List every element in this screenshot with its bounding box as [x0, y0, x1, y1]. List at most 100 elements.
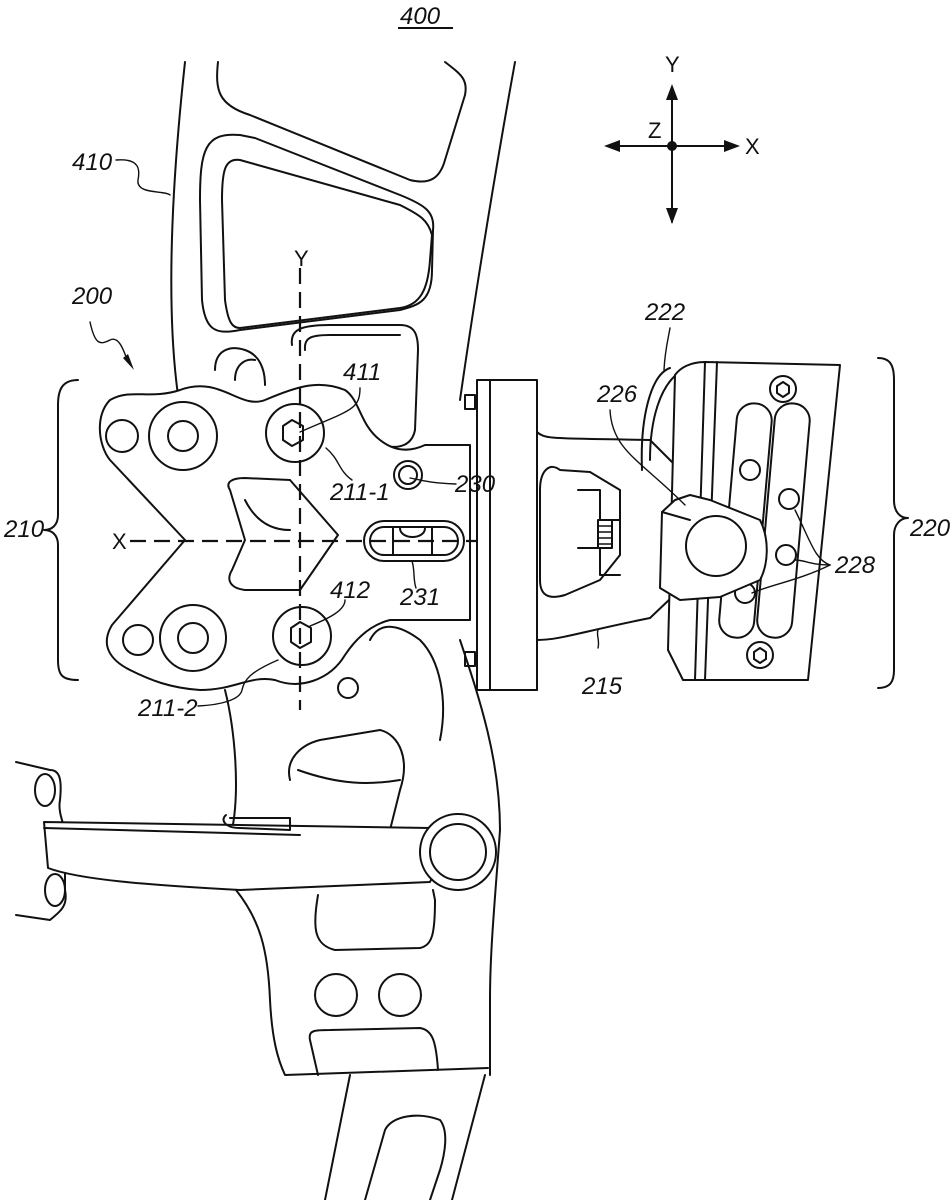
arrow-right-icon: [724, 140, 740, 152]
arm-window: [539, 465, 621, 598]
arm-set-screw-bottom: [464, 651, 476, 667]
legend-z-label: Z: [648, 118, 661, 143]
leader-228-c: [751, 564, 831, 594]
bracket-boss-1: [148, 401, 218, 471]
riser-small-hole: [337, 677, 359, 699]
arrow-left-icon: [604, 140, 620, 152]
arm-set-screw-top: [464, 394, 476, 410]
stabilizer-mount: [15, 761, 67, 921]
clamp-edge: [661, 511, 691, 521]
screw-228-b: [778, 488, 800, 510]
leader-200: [89, 321, 129, 363]
leader-412: [309, 599, 346, 627]
leader-211-2: [197, 659, 279, 707]
riser-left-edge: [170, 61, 186, 421]
arm-base-block: [476, 379, 538, 691]
arrow-up-icon: [666, 84, 678, 100]
screw-228-c: [775, 544, 797, 566]
label-222: 222: [644, 299, 685, 326]
riser-window-outer: [199, 133, 435, 333]
leader-230: [409, 477, 457, 485]
rest-bar-body: [43, 821, 441, 891]
label-412: 412: [330, 577, 370, 604]
riser-lower-body: [235, 889, 489, 1076]
bracket-hole-3: [122, 624, 154, 656]
riser-lower-pocket-upper: [369, 625, 445, 741]
leader-222: [663, 327, 671, 371]
label-210: 210: [3, 516, 45, 543]
leader-228-b: [794, 559, 831, 566]
riser: [170, 61, 516, 1200]
label-211-1: 211-1: [329, 479, 390, 506]
fastener-411-washer: [265, 403, 325, 463]
fastener-412-washer: [272, 606, 332, 666]
pin-230-inner: [398, 465, 418, 485]
leader-226: [609, 409, 686, 506]
label-220: 220: [909, 515, 951, 542]
leader-211-1: [325, 447, 353, 481]
z-axis-dot-icon: [667, 141, 677, 151]
pin-230-outer: [393, 460, 423, 490]
label-411: 411: [343, 359, 381, 386]
leader-231: [411, 560, 417, 589]
stabilizer-hole-top: [34, 773, 56, 807]
riser-right-lower-edge: [459, 639, 501, 1076]
accessory-bottom-screw: [746, 641, 774, 669]
rest-bar-clip: [222, 814, 291, 831]
brace-220: [877, 357, 909, 689]
y-axis-label: Y: [294, 246, 309, 271]
hex-bolt-411-icon: [282, 419, 304, 447]
bracket-hole-2: [167, 420, 199, 452]
riser-lower-pocket: [308, 1027, 439, 1076]
brace-210: [43, 379, 79, 681]
stabilizer-hole-bottom: [44, 873, 66, 907]
label-211-2: 211-2: [137, 695, 198, 722]
label-226: 226: [596, 381, 638, 408]
riser-small-slot-inner: [234, 358, 256, 381]
riser-top-cutout: [216, 61, 467, 183]
riser-hole-right: [378, 973, 422, 1017]
level-231-outer: [363, 520, 465, 562]
clamp-226-bore: [685, 515, 747, 577]
riser-grip-left: [224, 689, 237, 831]
label-410: 410: [72, 149, 113, 176]
riser-hole-left: [314, 973, 358, 1017]
lower-limb-slot: [364, 1114, 447, 1200]
arrow-200-icon: [123, 354, 134, 370]
level-bubble-icon: [399, 527, 426, 538]
label-200: 200: [71, 283, 113, 310]
lower-limb-right: [451, 1074, 486, 1200]
bracket-center-contour: [244, 499, 291, 531]
label-215: 215: [581, 673, 623, 700]
bracket-210: [98, 383, 471, 699]
hex-screw-icon: [753, 647, 767, 664]
riser-window-above-rest-inner: [297, 769, 401, 784]
label-231: 231: [399, 584, 440, 611]
riser-window-above-rest: [288, 729, 405, 831]
legend-y-label: Y: [665, 52, 680, 77]
bracket-hole-4: [177, 622, 209, 654]
x-axis-label-left: X: [112, 529, 127, 554]
riser-right-edge: [459, 61, 516, 401]
arm-215: [464, 379, 691, 691]
leader-228-a: [794, 509, 831, 566]
leader-215: [596, 629, 600, 649]
rest-bar-pivot-outer: [419, 813, 497, 891]
riser-small-slot: [214, 347, 266, 386]
bracket-plate: [98, 383, 471, 691]
arrow-down-icon: [666, 208, 678, 224]
lower-limb-left: [324, 1074, 351, 1200]
legend-x-label: X: [745, 134, 760, 159]
leader-411: [299, 387, 361, 433]
rest-bar: [15, 761, 497, 921]
accessory-top-screw: [769, 375, 797, 403]
riser-window-below-rest: [314, 889, 436, 951]
figure-number: 400: [400, 3, 441, 30]
bracket-hole-1: [105, 419, 139, 453]
riser-window-inner: [221, 158, 433, 329]
rest-bar-top-edge: [43, 827, 301, 836]
arm-clamp-jaw-bottom: [577, 547, 621, 576]
bracket-boss-2: [159, 604, 227, 672]
riser-mid-pocket-inner: [303, 334, 401, 351]
